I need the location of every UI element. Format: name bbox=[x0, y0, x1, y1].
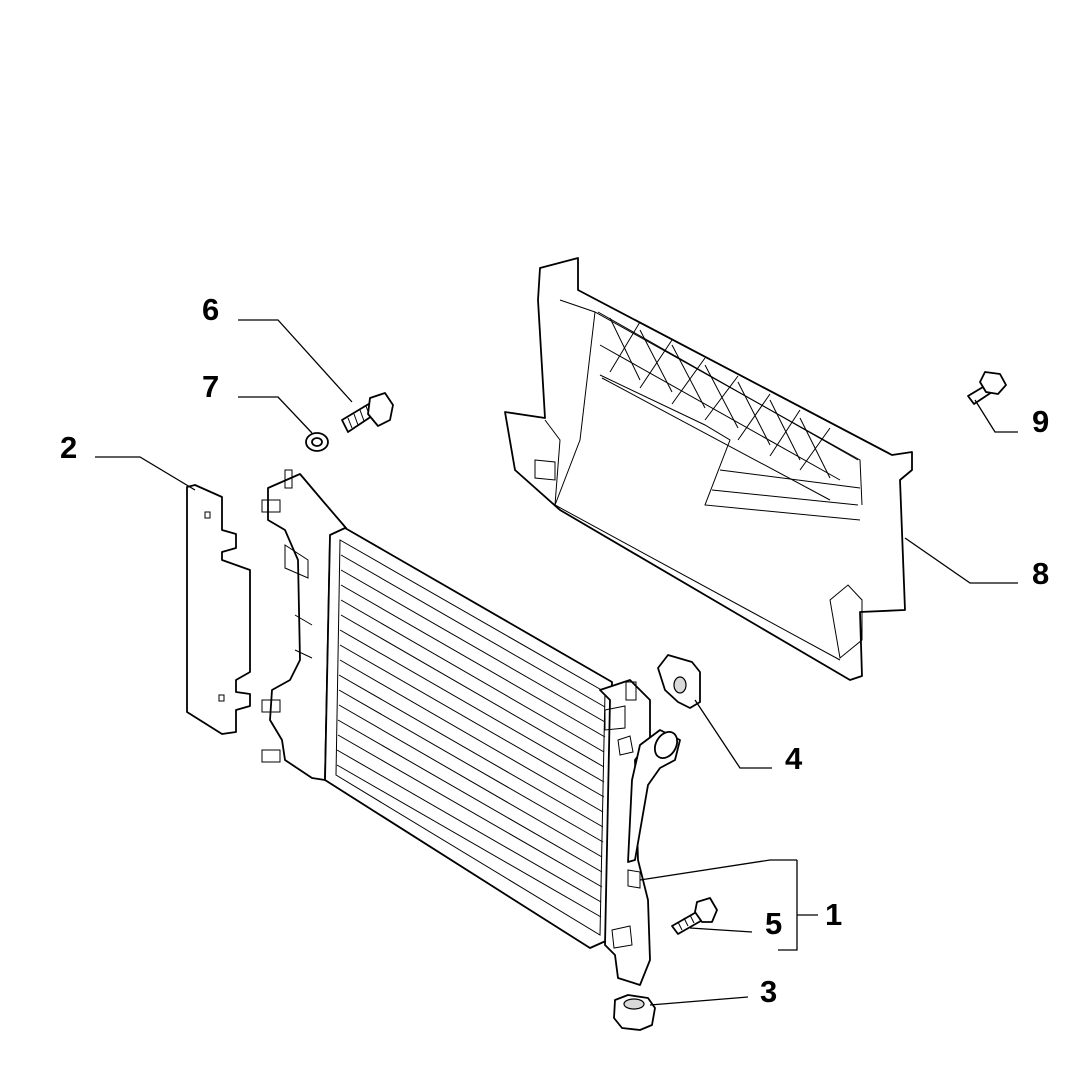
leader-line-8 bbox=[904, 537, 1018, 584]
part-rubber-mount-lower bbox=[613, 994, 656, 1031]
leader-line-4 bbox=[694, 699, 772, 769]
shroud-grille bbox=[597, 311, 859, 501]
part-radiator bbox=[261, 469, 681, 986]
part-bolt-upper bbox=[341, 392, 394, 433]
part-side-baffle-plate bbox=[186, 484, 251, 735]
leader-line-3 bbox=[649, 996, 749, 1006]
callout-3: 3 bbox=[760, 974, 777, 1009]
leader-line-9 bbox=[974, 399, 1018, 433]
part-washer bbox=[305, 432, 329, 452]
callout-1: 1 bbox=[825, 897, 842, 932]
leader-line-5 bbox=[689, 927, 753, 933]
leader-line-2 bbox=[95, 456, 196, 491]
part-screw-clip bbox=[967, 371, 1007, 405]
part-bolt-lower bbox=[671, 897, 718, 935]
part-air-deflector-shroud bbox=[504, 257, 913, 681]
callout-9: 9 bbox=[1032, 404, 1049, 439]
leader-line-7 bbox=[238, 396, 313, 434]
callout-6: 6 bbox=[202, 292, 219, 327]
callout-labels: 1 2 3 4 5 6 7 8 9 bbox=[60, 292, 1049, 1009]
leader-line-1 bbox=[778, 860, 818, 951]
part-rubber-mount-upper bbox=[657, 654, 701, 709]
callout-5: 5 bbox=[765, 906, 782, 941]
leader-line-1-branch bbox=[639, 859, 797, 881]
callout-7: 7 bbox=[202, 369, 219, 404]
leader-lines bbox=[95, 319, 1018, 1006]
callout-8: 8 bbox=[1032, 556, 1049, 591]
callout-2: 2 bbox=[60, 430, 77, 465]
callout-4: 4 bbox=[785, 741, 803, 776]
radiator-core-fins bbox=[336, 554, 606, 918]
leader-line-6 bbox=[238, 319, 353, 403]
